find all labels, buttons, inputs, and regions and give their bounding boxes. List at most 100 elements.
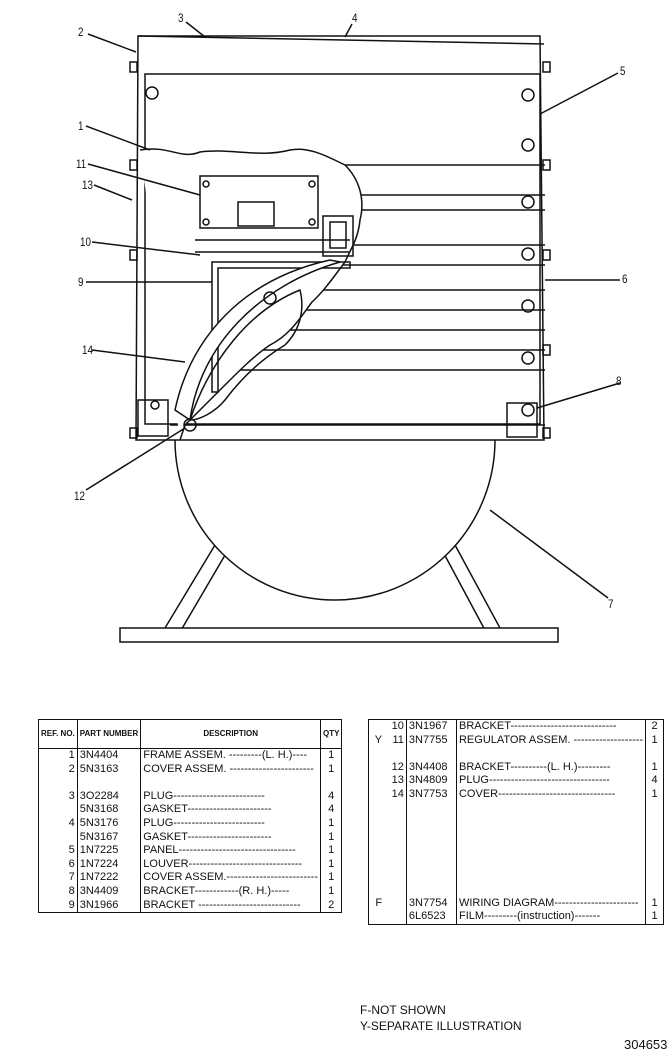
qty: 1 [328,749,335,761]
ref-no: 3 [38,789,78,804]
ref-no: 9 [38,898,78,913]
description: GASKET----------------------- [140,830,322,845]
part-number: 3O2284 [77,789,142,804]
part-number: 5N3168 [77,803,142,817]
ref-no: 4 [38,816,78,831]
callout-8: 8 [616,374,622,388]
ref-no: 6 [38,857,78,872]
description: PANEL-------------------------------- [140,844,322,858]
description: COVER ASSEM.------------------------- [140,871,322,885]
part-number: 6L6523 [406,910,457,925]
description: BRACKET ---------------------------- [140,898,322,913]
qty: 1 [651,787,658,800]
header-description: DESCRIPTION [140,719,322,749]
description: PLUG------------------------- [140,816,322,831]
description: PLUG--------------------------------- [456,774,647,788]
callout-3: 3 [178,11,184,25]
qty: 4 [651,774,658,787]
header-qty: QTY [320,719,342,749]
ref-no: 5 [38,844,78,858]
ref-no: 10 [384,719,407,734]
qty: 1 [651,733,658,746]
ref-no: 11 [384,733,407,748]
ref-no: 2 [38,762,78,777]
row-mark [369,761,385,775]
part-number: 3N1967 [406,719,457,734]
note-not-shown: F-NOT SHOWN [360,1003,446,1017]
description: FILM---------(instruction)------- [456,910,647,925]
ref-no: 12 [384,760,407,775]
ref-no: 1 [38,748,78,763]
ref-no [384,896,407,911]
qty: 1 [651,896,658,909]
row-mark [369,788,385,802]
callout-9: 9 [78,275,84,289]
ref-no [38,803,78,817]
ref-no [384,910,407,925]
qty: 2 [328,898,335,911]
description: COVER ASSEM. ----------------------- [140,762,322,777]
description: BRACKET------------(R. H.)----- [140,884,322,899]
part-number: 3N7755 [406,733,457,748]
qty: 1 [328,884,335,897]
part-number: 3N4404 [77,748,142,763]
part-number: 1N7224 [77,857,142,872]
qty: 2 [651,720,658,732]
qty: 4 [328,789,335,802]
description: WIRING DIAGRAM----------------------- [456,896,647,911]
description: PLUG------------------------- [140,789,322,804]
ref-no: 7 [38,871,78,885]
part-number: 3N4409 [77,884,142,899]
description: BRACKET----------(L. H.)--------- [456,760,647,775]
footnotes: F-NOT SHOWN Y-SEPARATE ILLUSTRATION [360,1002,522,1034]
description: LOUVER------------------------------- [140,857,322,872]
description: FRAME ASSEM. ---------(L. H.)---- [140,748,322,763]
part-number: 5N3176 [77,816,142,831]
ref-no [38,830,78,845]
qty: 1 [328,816,335,829]
callout-11: 11 [76,157,87,171]
qty: 1 [328,857,335,870]
row-mark: Y [374,733,383,746]
callout-10: 10 [80,235,91,249]
callout-7: 7 [608,597,614,611]
qty: 1 [328,844,335,857]
description: COVER-------------------------------- [456,787,647,802]
callout-6: 6 [622,272,628,286]
ref-no: 14 [384,787,407,802]
part-number: 3N1966 [77,898,142,913]
exploded-parts-drawing [85,21,621,643]
part-number: 3N7754 [406,896,457,911]
qty: 1 [328,871,335,884]
part-number: 3N4408 [406,760,457,775]
callout-12: 12 [74,489,85,503]
table-row: 5N3168 GASKET-----------------------4 [38,803,342,817]
part-number: 1N7222 [77,871,142,885]
table-row: 5N3167 GASKET-----------------------1 [38,830,342,845]
row-mark: F [375,896,383,909]
qty: 1 [651,910,658,923]
header-part-number: PART NUMBER [77,719,142,749]
callout-13: 13 [82,178,93,192]
callout-4: 4 [352,11,358,25]
part-number: 5N3163 [77,762,142,777]
description: REGULATOR ASSEM. ------------------- [456,733,647,748]
row-mark [369,720,385,734]
part-number: 5N3167 [77,830,142,845]
